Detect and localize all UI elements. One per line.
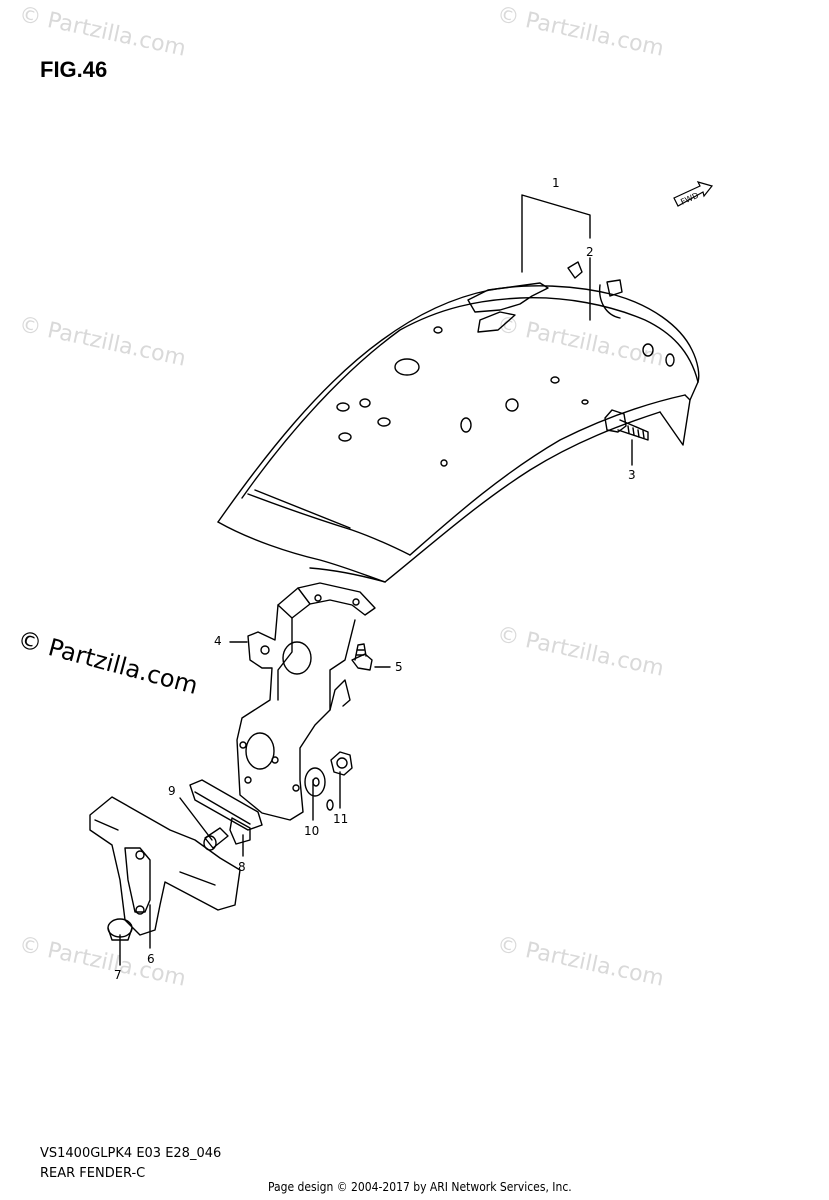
callout-7: 7 (114, 968, 122, 982)
leader-lines (119, 194, 633, 966)
rear-fender (217, 261, 700, 583)
bracket-part-4 (236, 582, 376, 821)
callout-6: 6 (147, 952, 155, 966)
page-credit: Page design © 2004-2017 by ARI Network S… (268, 1180, 572, 1194)
callout-5: 5 (395, 660, 403, 674)
model-code: VS1400GLPK4 E03 E28_046 (40, 1146, 222, 1161)
section-name: REAR FENDER-C (40, 1166, 146, 1181)
plate-holder-part-6 (89, 796, 241, 936)
callout-11: 11 (333, 812, 349, 826)
callout-8: 8 (238, 860, 246, 874)
callout-9: 9 (168, 784, 176, 798)
bolt-part-5 (351, 643, 373, 671)
collar-part-9 (203, 827, 229, 851)
bracket-part-8 (189, 779, 263, 845)
figure-title: FIG.46 (40, 57, 108, 82)
callout-1: 1 (552, 176, 560, 190)
washer-part-10 (304, 767, 326, 797)
callout-3: 3 (628, 468, 636, 482)
forward-arrow-icon: FWD (673, 181, 714, 207)
nut-part-11 (330, 751, 353, 776)
bolt-part-3 (604, 409, 649, 441)
fwd-label: FWD (679, 191, 700, 207)
callout-4: 4 (214, 634, 222, 648)
screw-part-7 (107, 918, 133, 941)
callout-10: 10 (304, 824, 320, 838)
callout-2: 2 (586, 245, 594, 259)
